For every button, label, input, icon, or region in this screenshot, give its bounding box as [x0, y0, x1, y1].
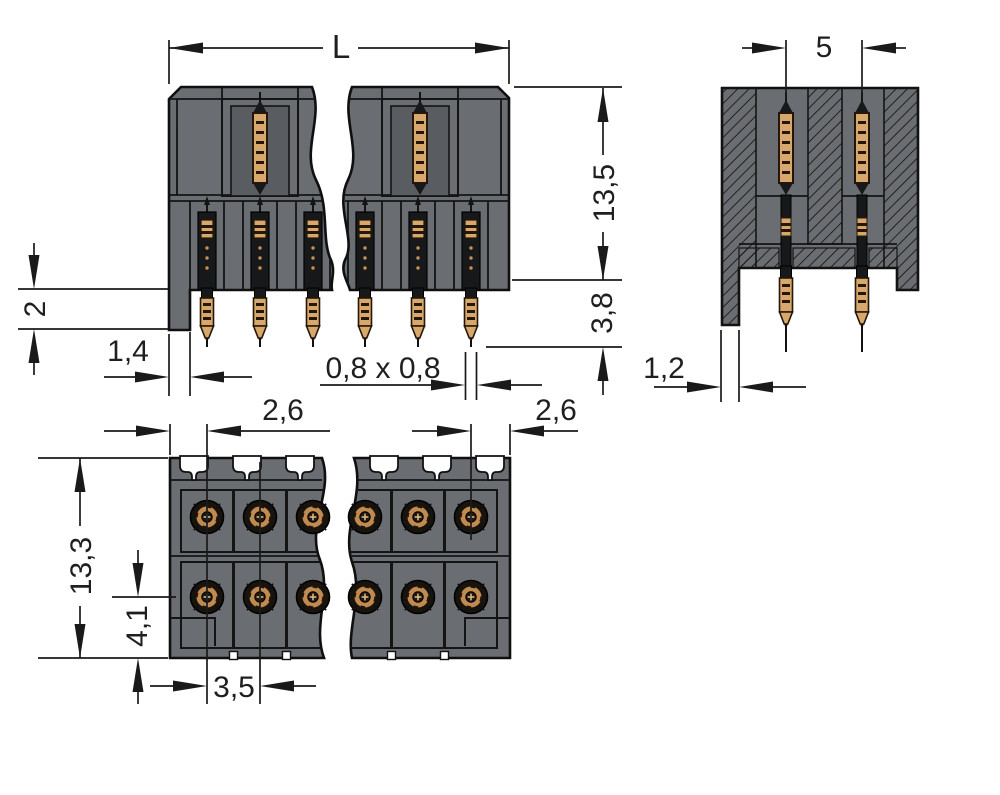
solder-pin	[252, 287, 268, 348]
pin-hole	[399, 578, 437, 616]
dim-pin-row-spacing: 5	[742, 31, 906, 100]
dim-label-hole-spacing: 3,5	[213, 671, 255, 704]
edge-notch	[228, 650, 239, 661]
solder-pin	[854, 265, 870, 353]
dim-label-pin-cross-section: 0,8 x 0,8	[325, 352, 440, 385]
dimensions: L 13,5 3,8 2	[18, 28, 906, 704]
dim-total-length: L	[168, 28, 510, 84]
dim-height-above-board: 13,5	[512, 86, 622, 281]
dim-label-hole-row-to-edge: 4,1	[121, 605, 154, 647]
dim-label-housing-depth: 13,3	[65, 537, 98, 595]
front-right-details	[345, 87, 509, 290]
dim-foot-height: 2	[18, 243, 168, 375]
pin-hole	[452, 578, 490, 616]
bottom-view	[168, 455, 512, 661]
pin-hole	[346, 578, 384, 616]
dim-housing-depth: 13,3	[38, 457, 168, 659]
dim-pin-protrusion: 3,8	[486, 292, 622, 395]
solder-pin	[410, 287, 426, 348]
solder-pin	[463, 287, 479, 348]
pin-hole	[399, 498, 437, 536]
edge-notch	[386, 650, 397, 661]
dim-label-pin-protrusion: 3,8	[586, 292, 619, 334]
solder-pin	[199, 287, 215, 348]
dim-hole-row-to-edge: 4,1	[112, 550, 176, 704]
solder-pin	[305, 287, 321, 348]
dim-label-pin-row-spacing: 5	[816, 31, 833, 64]
bottom-housing-right	[347, 456, 512, 660]
dim-edge-to-first-pin-left: 2,6	[104, 394, 330, 704]
pin-hole	[294, 578, 332, 616]
side-view	[720, 86, 920, 353]
dim-label-foot-width-side: 1,2	[643, 352, 685, 385]
coding-keyway	[285, 455, 315, 481]
coding-keyway	[475, 455, 505, 481]
edge-notch	[439, 650, 450, 661]
edge-notch	[281, 650, 292, 661]
pin-hole	[294, 498, 332, 536]
front-left-details	[169, 87, 332, 291]
dim-foot-width-side: 1,2	[643, 330, 806, 402]
pin-hole	[346, 498, 384, 536]
solder-pin	[357, 287, 373, 348]
dim-label-height-above-board: 13,5	[588, 164, 621, 222]
dim-label-edge-to-first-pin-right: 2,6	[535, 394, 577, 427]
solder-pin	[778, 265, 794, 353]
coding-keyway	[179, 455, 209, 481]
dim-foot-width-front: 1,4	[104, 332, 252, 396]
dim-label-total-length: L	[332, 28, 350, 65]
dim-label-edge-to-first-pin-left: 2,6	[262, 394, 304, 427]
dim-edge-to-first-pin-right: 2,6	[412, 394, 578, 540]
coding-keyway	[232, 455, 262, 481]
dim-label-foot-width-front: 1,4	[107, 335, 149, 368]
dim-hole-spacing: 3,5	[150, 462, 316, 704]
front-view	[167, 85, 511, 348]
coding-keyway	[422, 455, 452, 481]
dim-label-foot-height: 2	[19, 301, 52, 318]
dim-pin-cross-section: 0,8 x 0,8	[320, 352, 542, 400]
bottom-housing-left	[168, 456, 327, 660]
coding-keyway	[369, 455, 399, 481]
